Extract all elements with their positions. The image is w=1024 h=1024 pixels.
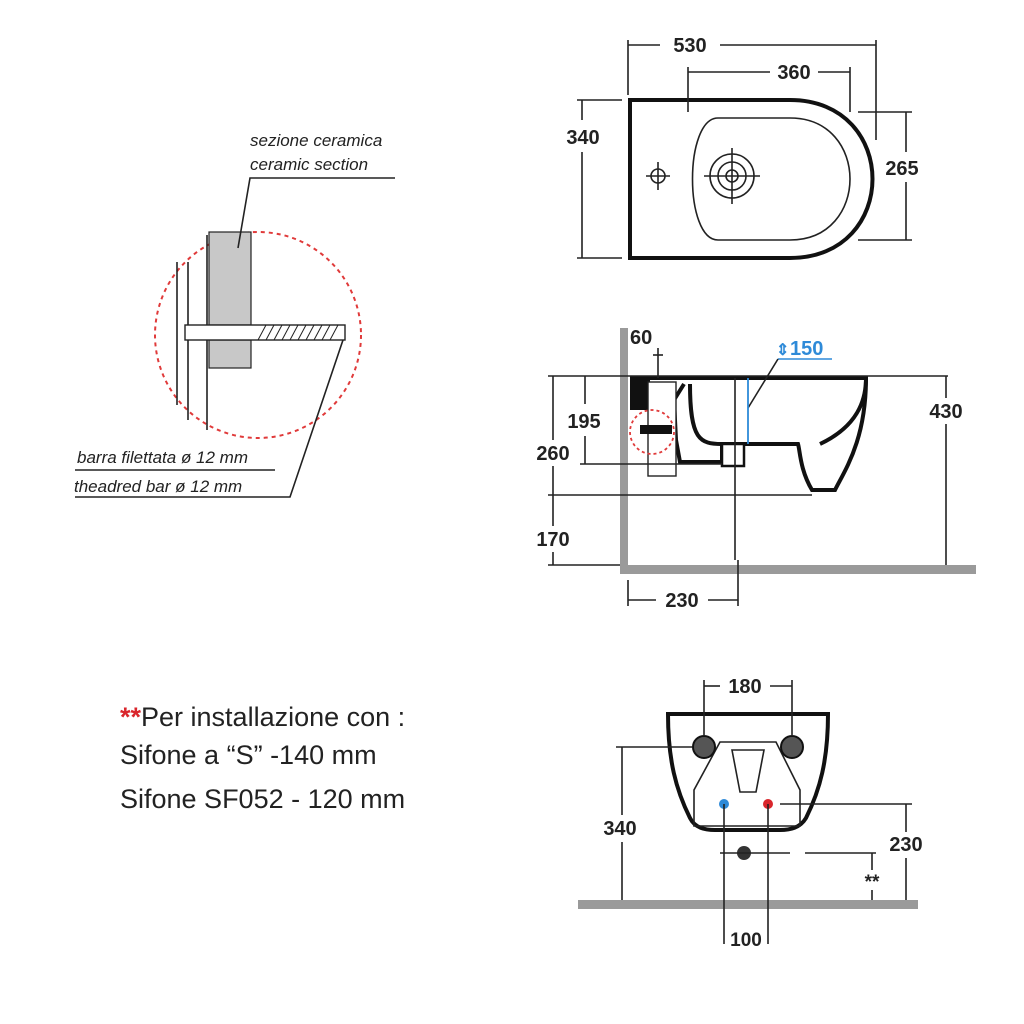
dim-170: 170: [536, 529, 569, 551]
floor-front: [578, 900, 918, 909]
wall: [620, 328, 628, 573]
dim-60: 60: [630, 327, 652, 349]
bowl-outline-top: [691, 117, 851, 241]
dim-430: 430: [929, 401, 962, 423]
ceramic-section: [208, 231, 252, 326]
floor-side: [620, 565, 976, 574]
front-view: 180 340 230 ** 100: [578, 676, 923, 951]
install-note-line1-text: Per installazione con :: [141, 702, 406, 732]
marker-stars: **: [865, 872, 880, 893]
dim-195: 195: [567, 411, 600, 433]
threaded-bar: [184, 324, 346, 341]
bidet-outline-top: [628, 98, 875, 260]
detail-circle: [154, 231, 362, 439]
install-note-line1: **Per installazione con :: [120, 702, 405, 733]
install-note-line2: Sifone a “S” -140 mm: [120, 740, 377, 770]
dim-340-top: 340: [566, 127, 599, 149]
dim-100: 100: [730, 930, 762, 951]
dim-150: 150: [790, 338, 823, 360]
dim-360: 360: [777, 62, 810, 84]
top-view: 530 360 340 265: [566, 35, 919, 260]
fixing-detail: sezione ceramica ceramic section barra f…: [74, 131, 395, 498]
bar-label-en: theadred bar ø 12 mm: [74, 477, 242, 496]
dim-265: 265: [885, 158, 918, 180]
dim-260: 260: [536, 443, 569, 465]
dim-230-front: 230: [889, 834, 922, 856]
section-label-it: sezione ceramica: [250, 131, 382, 150]
bidet-outline-front: [665, 712, 831, 832]
dim-180: 180: [728, 676, 761, 698]
dim-340-front: 340: [603, 818, 636, 840]
updown-arrow-icon: ⇕: [776, 342, 789, 359]
install-note-stars: **: [120, 702, 142, 732]
dim-230-side: 230: [665, 590, 698, 612]
install-note-line3: Sifone SF052 - 120 mm: [120, 784, 406, 814]
dim-530: 530: [673, 35, 706, 57]
side-view: 60 150 ⇕ 195 260 170 430 230: [536, 327, 976, 612]
section-label-en: ceramic section: [250, 155, 368, 174]
bar-label-it: barra filettata ø 12 mm: [77, 448, 248, 467]
